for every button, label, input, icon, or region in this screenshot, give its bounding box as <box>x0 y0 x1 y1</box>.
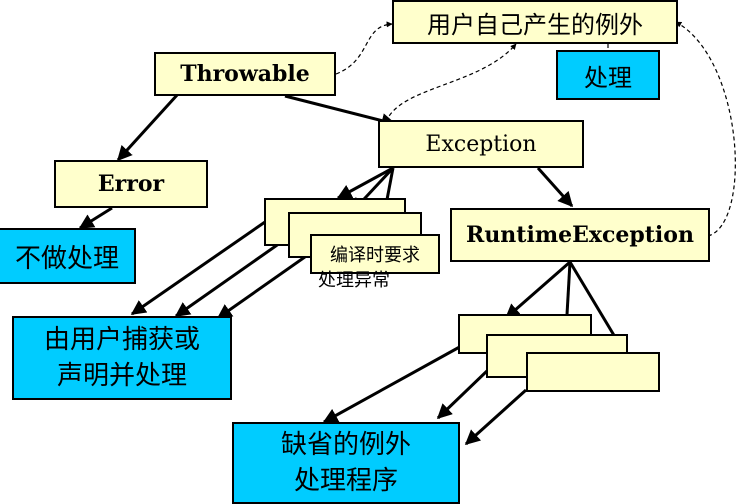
user-catch-line2: 声明并处理 <box>56 361 187 391</box>
user-catch-line1: 由用户捕获或 <box>43 325 200 355</box>
handle-box: 处理 <box>556 50 660 100</box>
throwable-label: Throwable <box>180 61 310 87</box>
arrow-exception-runtime <box>536 166 574 208</box>
arrow-rt2-default <box>436 368 490 420</box>
arrow-rt3-default <box>464 388 528 446</box>
compile-check-line2: 处理异常 <box>318 270 390 291</box>
default-handler-box: 缺省的例外 处理程序 <box>232 422 460 504</box>
exception-box: Exception <box>378 120 584 168</box>
arrow-chk1-usercatch <box>130 220 266 316</box>
arrow-rt1-default <box>322 342 466 424</box>
arrow-throwable-exception <box>284 94 397 128</box>
checked-exception-box-3: 编译时要求 <box>310 234 440 274</box>
user-catch-box: 由用户捕获或 声明并处理 <box>12 316 232 400</box>
compile-check-line1: 编译时要求 <box>330 245 420 266</box>
default-line1: 缺省的例外 <box>280 430 411 460</box>
default-line2: 处理程序 <box>293 466 398 496</box>
error-box: Error <box>54 160 208 208</box>
runtime-exception-label: RuntimeException <box>466 222 694 248</box>
exception-label: Exception <box>425 131 537 157</box>
user-exception-label: 用户自己产生的例外 <box>427 10 643 39</box>
dashed-runtime-userexc <box>675 21 736 237</box>
arrow-runtime-rt1 <box>504 260 571 320</box>
arrow-exception-chk1 <box>336 166 394 200</box>
arrow-chk2-usercatch <box>174 234 291 318</box>
arrow-throwable-error <box>116 92 180 162</box>
dashed-exception-userexc <box>385 43 517 123</box>
handle-label: 处理 <box>584 63 632 92</box>
no-handle-box: 不做处理 <box>0 228 136 284</box>
runtime-sub-box-3 <box>526 352 660 392</box>
error-label: Error <box>97 171 165 197</box>
arrow-error-nohandle <box>78 206 113 230</box>
runtime-exception-box: RuntimeException <box>450 208 710 262</box>
arrow-chk3-usercatch <box>216 250 313 320</box>
dashed-throwable-userexc <box>335 21 393 75</box>
throwable-box: Throwable <box>154 52 336 96</box>
no-handle-label: 不做处理 <box>14 243 119 274</box>
user-exception-box: 用户自己产生的例外 <box>392 0 678 44</box>
